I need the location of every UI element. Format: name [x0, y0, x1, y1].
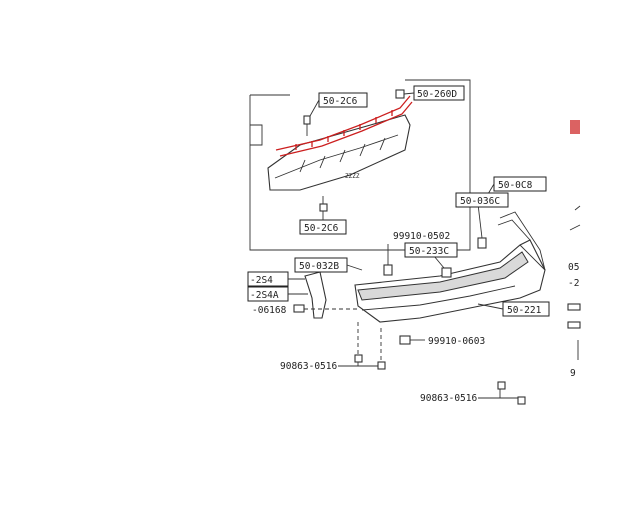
svg-text:50-260D: 50-260D [417, 89, 457, 100]
part-number-90863-left: 90863-0516 [280, 361, 378, 372]
part-number-99910-0603: 99910-0603 [428, 336, 485, 347]
clip-99910-0502 [383, 244, 393, 276]
callout-50-032b: 50-032B [294, 257, 363, 273]
bumper-absorber: ZZZZ [267, 114, 411, 191]
svg-text:50-032B: 50-032B [299, 261, 339, 272]
svg-text:-2: -2 [568, 278, 579, 289]
svg-text:50-2C6: 50-2C6 [323, 96, 358, 107]
part-number-06168: -06168 [252, 305, 287, 316]
right-edge-fragments: 05 -2 9 [567, 120, 581, 379]
side-bracket [304, 271, 327, 319]
callout-50-260d: 50-260D [403, 85, 465, 101]
callout-50-2c6-bottom: 50-2C6 [299, 211, 347, 235]
svg-text:05: 05 [568, 262, 579, 273]
screw-99910-0603 [399, 335, 425, 345]
part-number-90863-bottom: 90863-0516 [420, 389, 518, 404]
highlighted-retainer [275, 95, 413, 157]
svg-text:50-036C: 50-036C [460, 196, 500, 207]
screw-06168 [293, 304, 360, 313]
svg-text:ZZZZ: ZZZZ [345, 173, 360, 180]
svg-text:50-0C8: 50-0C8 [498, 180, 533, 191]
callout-2s4a: -2S4A [247, 286, 308, 302]
svg-text:90863-0516: 90863-0516 [280, 361, 337, 372]
clip-036c [477, 203, 487, 249]
callout-50-036c: 50-036C [455, 192, 509, 208]
bolts-90863-left [354, 322, 386, 370]
svg-text:99910-0502: 99910-0502 [393, 231, 450, 242]
part-number-99910-0502: 99910-0502 [393, 231, 450, 242]
svg-text:-2S4A: -2S4A [250, 290, 279, 301]
bolts-90863-bottom [497, 381, 526, 405]
clip-top-right [395, 89, 405, 99]
svg-text:50-2C6: 50-2C6 [304, 223, 339, 234]
callout-50-0c8: 50-0C8 [481, 176, 547, 205]
clip-233c [433, 255, 452, 278]
callout-50-2c6-top: 50-2C6 [309, 92, 368, 117]
bolt-top [303, 115, 311, 136]
top-inset-frame [249, 79, 471, 251]
callout-2s4: -2S4 [247, 271, 305, 287]
svg-text:50-221: 50-221 [507, 305, 542, 316]
rear-bumper-cover [354, 211, 546, 323]
svg-text:99910-0603: 99910-0603 [428, 336, 485, 347]
svg-text:50-233C: 50-233C [409, 246, 449, 257]
callout-50-233c: 50-233C [404, 242, 458, 258]
svg-text:-06168: -06168 [252, 305, 287, 316]
callout-50-221: 50-221 [477, 301, 550, 317]
bolt-top-bottom [319, 196, 328, 212]
svg-text:90863-0516: 90863-0516 [420, 393, 477, 404]
svg-text:-2S4: -2S4 [250, 275, 273, 286]
svg-text:9: 9 [570, 368, 576, 379]
